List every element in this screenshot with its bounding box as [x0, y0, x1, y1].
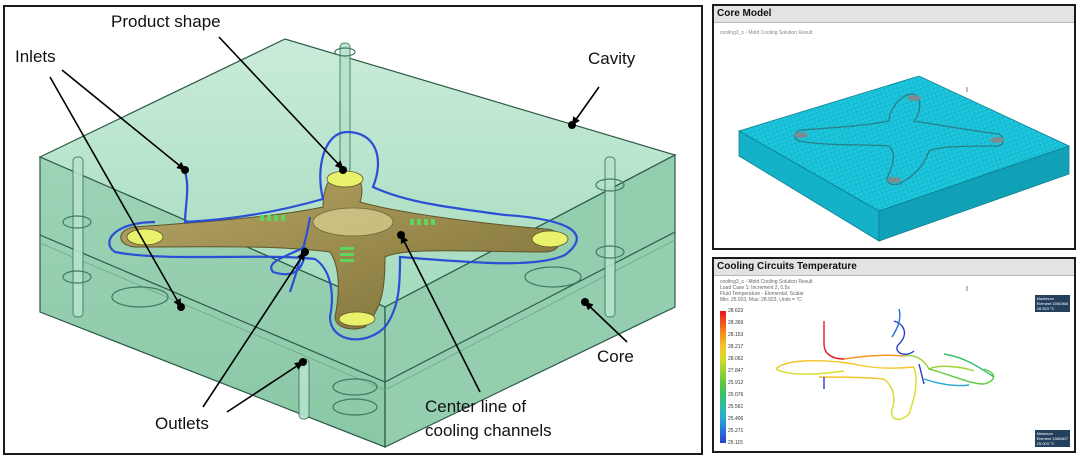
legend-value: 28.062	[728, 356, 744, 362]
cooling-circuits-plot: I	[775, 286, 995, 421]
core-model-title: Core Model	[714, 6, 1074, 23]
temperature-legend-bar	[720, 311, 726, 443]
guide-pins	[72, 42, 616, 420]
label-outlets: Outlets	[155, 414, 209, 433]
core-model-subtitle: cooling3_s - Mold Cooling Solution Resul…	[720, 30, 813, 36]
temperature-info: cooling3_s - Mold Cooling Solution Resul…	[720, 279, 813, 303]
label-cooling-channels: cooling channels	[425, 421, 552, 440]
mold-right-side	[384, 154, 676, 448]
legend-value: 28.217	[728, 344, 744, 350]
legend-value: 25.406	[728, 416, 744, 422]
legend-value: 25.561	[728, 404, 744, 410]
label-inlets: Inlets	[15, 47, 56, 66]
legend-value: 28.369	[728, 320, 744, 326]
legend-value: 28.153	[728, 332, 744, 338]
legend-value: 25.076	[728, 392, 744, 398]
legend-value: 25.115	[728, 440, 743, 446]
legend-value: 25.912	[728, 380, 744, 386]
label-center-line: Center line of	[425, 397, 527, 416]
legend-value: 25.271	[728, 428, 744, 434]
mold-illustration	[38, 36, 677, 448]
legend-value: 28.623	[728, 308, 744, 314]
mold-assembly-figure: Product shape Inlets Cavity Core Outlets…	[3, 5, 703, 455]
callout-dots	[177, 121, 589, 366]
label-cavity: Cavity	[588, 49, 636, 68]
min-tag: Minimum Element 1560807 25.003 °C	[1034, 430, 1070, 447]
label-core: Core	[597, 347, 634, 366]
max-tag: Maximum Element 1560368 28.923 °C	[1034, 295, 1070, 312]
svg-text:I: I	[966, 87, 968, 94]
core-model-panel: Core Model cooling3_s - Mold Cooling Sol…	[712, 4, 1076, 250]
ribs	[260, 215, 435, 262]
temperature-title: Cooling Circuits Temperature	[714, 259, 1074, 276]
callout-arrows	[49, 36, 628, 413]
cooling-temperature-panel: Cooling Circuits Temperature cooling3_s …	[712, 257, 1076, 453]
label-product-shape: Product shape	[111, 12, 221, 31]
core-product-imprint	[794, 93, 1004, 186]
legend-value: 27.847	[728, 368, 744, 374]
core-mesh-model: I	[737, 75, 1071, 242]
product-part	[120, 171, 561, 330]
svg-text:I: I	[966, 286, 968, 293]
